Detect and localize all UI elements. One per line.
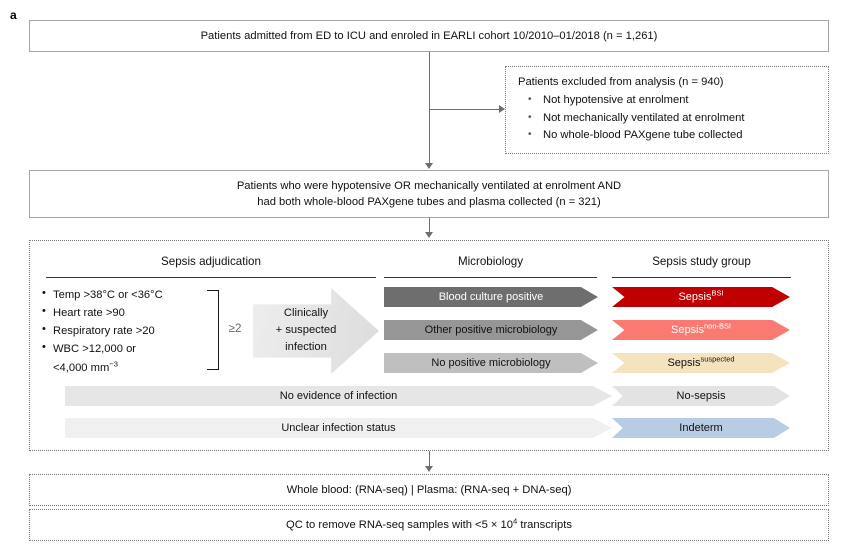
study-group-row-label: SepsisBSI <box>678 288 724 303</box>
qc-suffix: transcripts <box>517 518 572 531</box>
connector-enrolled-arrowhead <box>425 163 433 169</box>
criteria-threshold-label: ≥2 <box>228 322 242 335</box>
study-group-row-indeterm: Indeterm <box>612 418 790 438</box>
excluded-title: Patients excluded from analysis (n = 940… <box>518 76 724 88</box>
block-arrow-line-3: infection <box>285 340 327 353</box>
connector-included-vertical <box>429 218 430 233</box>
wide-row-label: Unclear infection status <box>281 422 396 434</box>
study-group-row-base: Sepsis <box>670 324 705 336</box>
block-arrow-line-1: Clinically <box>283 307 329 319</box>
study-group-row-no-sepsis: No-sepsis <box>612 386 790 406</box>
box-assays: Whole blood: (RNA-seq) | Plasma: (RNA-se… <box>29 474 829 506</box>
block-arrow-line-2: + suspected <box>275 323 337 336</box>
study-group-row-superscript: suspected <box>700 354 735 364</box>
connector-main-vertical <box>429 451 430 467</box>
column-header-sepsis-adjudication: Sepsis adjudication <box>161 255 261 268</box>
microbiology-row-label: Blood culture positive <box>438 291 544 303</box>
included-line-2: had both whole-blood PAXgene tubes and p… <box>257 196 601 208</box>
connector-enrolled-vertical <box>429 52 430 164</box>
criteria-item: Respiratory rate >20 <box>42 321 207 340</box>
criteria-item: WBC >12,000 or <box>42 339 207 358</box>
column-rule-2 <box>384 277 597 278</box>
connector-main-arrowhead <box>425 466 433 472</box>
microbiology-row-no-positive-microbiology: No positive microbiology <box>384 353 598 373</box>
criteria-item: Temp >38°C or <36°C <box>42 285 207 304</box>
criteria-item: Heart rate >90 <box>42 303 207 322</box>
wide-row-unclear-infection-status: Unclear infection status <box>65 418 612 438</box>
excluded-reason-item: Not mechanically ventilated at enrolment <box>518 110 818 127</box>
study-group-row-label: Indeterm <box>679 422 723 434</box>
panel-label-a: a <box>10 8 17 22</box>
study-group-row-base: Sepsis <box>678 291 712 303</box>
microbiology-row-label: No positive microbiology <box>431 357 551 369</box>
microbiology-row-label: Other positive microbiology <box>424 324 558 336</box>
wide-row-no-evidence-of-infection: No evidence of infection <box>65 386 612 406</box>
column-rule-1 <box>46 277 376 278</box>
study-group-row-sepsis-suspected: Sepsissuspected <box>612 353 790 373</box>
excluded-reason-list: Not hypotensive at enrolment Not mechani… <box>518 92 818 144</box>
criteria-item-continuation: <4,000 mm−3 <box>42 359 207 377</box>
study-group-row-label: No-sepsis <box>676 390 726 402</box>
box-enrolled-cohort: Patients admitted from ED to ICU and enr… <box>29 20 829 52</box>
criteria-bracket <box>207 290 219 370</box>
column-header-sepsis-study-group: Sepsis study group <box>652 255 751 268</box>
qc-prefix: QC to remove RNA-seq samples with <5 × 1… <box>286 518 513 531</box>
wide-row-label: No evidence of infection <box>279 390 398 402</box>
box-qc: QC to remove RNA-seq samples with <5 × 1… <box>29 509 829 541</box>
excluded-reason-item: No whole-blood PAXgene tube collected <box>518 127 818 144</box>
study-group-row-superscript: BSI <box>711 288 724 298</box>
study-group-row-superscript: non-BSI <box>704 321 732 331</box>
box-assays-text: Whole blood: (RNA-seq) | Plasma: (RNA-se… <box>286 483 572 496</box>
block-arrow-label: Clinically + suspected infection <box>256 305 356 355</box>
study-group-row-label: Sepsissuspected <box>667 354 735 369</box>
criteria-cont-superscript: −3 <box>109 358 118 368</box>
connector-to-excluded-arrowhead <box>499 105 505 113</box>
study-group-row-base: Sepsis <box>667 357 701 369</box>
excluded-reason-item: Not hypotensive at enrolment <box>518 92 818 109</box>
study-group-row-label: Sepsisnon-BSI <box>670 321 732 336</box>
study-group-row-sepsis-non-bsi: Sepsisnon-BSI <box>612 320 790 340</box>
connector-included-arrowhead <box>425 232 433 238</box>
microbiology-row-blood-culture-positive: Blood culture positive <box>384 287 598 307</box>
qc-exponent: 4 <box>513 516 518 526</box>
column-header-microbiology: Microbiology <box>457 255 524 268</box>
connector-to-excluded-horizontal <box>429 109 499 110</box>
microbiology-row-other-positive-microbiology: Other positive microbiology <box>384 320 598 340</box>
box-qc-text: QC to remove RNA-seq samples with <5 × 1… <box>286 517 572 533</box>
box-enrolled-text: Patients admitted from ED to ICU and enr… <box>200 29 658 42</box>
criteria-cont-text: <4,000 mm <box>53 361 110 374</box>
included-line-1: Patients who were hypotensive OR mechani… <box>236 179 622 192</box>
box-included-patients: Patients who were hypotensive OR mechani… <box>29 170 829 218</box>
criteria-list: Temp >38°C or <36°C Heart rate >90 Respi… <box>42 285 207 377</box>
study-group-row-sepsis-bsi: SepsisBSI <box>612 287 790 307</box>
column-rule-3 <box>612 277 791 278</box>
box-excluded-patients: Patients excluded from analysis (n = 940… <box>505 66 829 154</box>
